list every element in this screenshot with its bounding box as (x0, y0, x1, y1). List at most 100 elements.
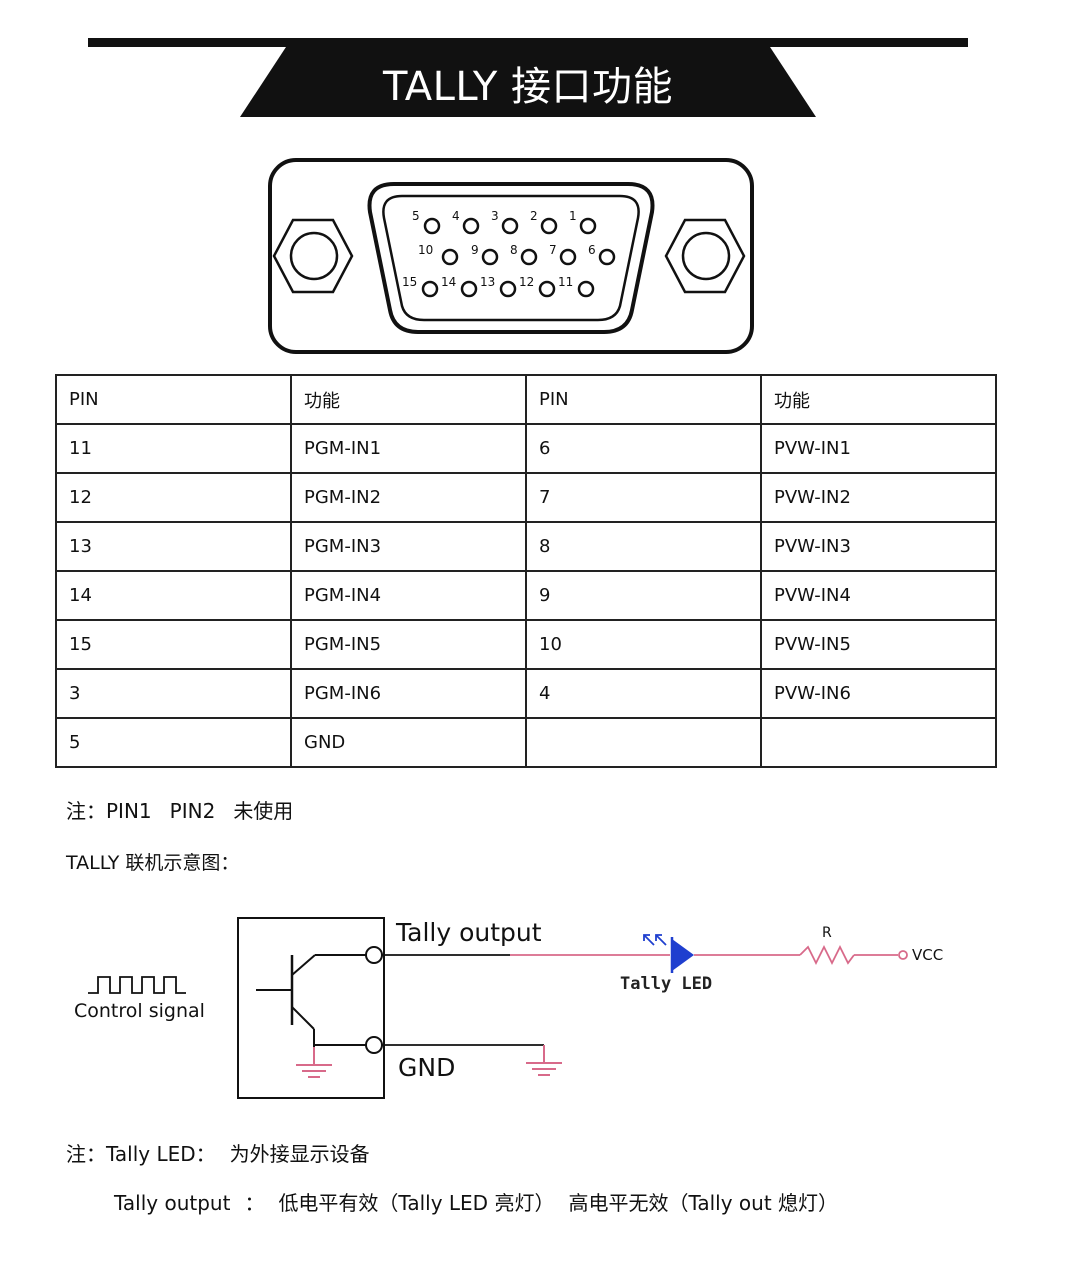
pin-label: 5 (412, 209, 420, 223)
table-header-cell: PIN (55, 374, 292, 425)
table-cell: 4 (525, 668, 762, 719)
table-cell: PGM-IN1 (290, 423, 527, 474)
table-cell: 9 (525, 570, 762, 621)
table-row: 5 GND (55, 717, 997, 768)
pin-hole (460, 280, 478, 298)
pin-hole (540, 217, 558, 235)
table-cell (760, 717, 997, 768)
pin-label: 7 (549, 243, 557, 257)
table-cell: PGM-IN4 (290, 570, 527, 621)
table-row: 11 PGM-IN1 6 PVW-IN1 (55, 423, 997, 474)
table-row: 3 PGM-IN6 4 PVW-IN6 (55, 668, 997, 719)
ground-icon (526, 1062, 562, 1076)
table-header-cell: 功能 (760, 374, 997, 425)
table-header-cell: PIN (525, 374, 762, 425)
table-cell: 6 (525, 423, 762, 474)
pin-hole (423, 217, 441, 235)
table-cell: PVW-IN4 (760, 570, 997, 621)
pin-hole (481, 248, 499, 266)
diagram-title: TALLY 联机示意图： (66, 852, 240, 874)
note-high: 高电平无效（Tally out 熄灯） (568, 1191, 839, 1215)
pin-label: 15 (402, 275, 417, 289)
header-banner (240, 47, 816, 117)
pin-label: 1 (569, 209, 577, 223)
table-row: 14 PGM-IN4 9 PVW-IN4 (55, 570, 997, 621)
page-title: TALLY 接口功能 (382, 64, 674, 110)
resistor-icon (799, 944, 855, 966)
table-cell: PVW-IN2 (760, 472, 997, 523)
emitter-lead (291, 1006, 315, 1030)
table-cell: 7 (525, 472, 762, 523)
table-cell: 10 (525, 619, 762, 670)
table-header-cell: 功能 (290, 374, 527, 425)
tally-output-note: Tally output：低电平有效（Tally LED 亮灯）高电平无效（Ta… (114, 1187, 852, 1216)
pin-hole (501, 217, 519, 235)
pin-label: 13 (480, 275, 495, 289)
pin-hole (499, 280, 517, 298)
note-label: Tally output (114, 1191, 231, 1215)
table-cell: 11 (55, 423, 292, 474)
pin-label: 11 (558, 275, 573, 289)
note-pin2: PIN2 (169, 799, 216, 823)
pin-label: 3 (491, 209, 499, 223)
pin-hole (598, 248, 616, 266)
table-row: 12 PGM-IN2 7 PVW-IN2 (55, 472, 997, 523)
table-cell: GND (290, 717, 527, 768)
tally-led-label: Tally LED (620, 974, 712, 994)
note-prefix: 注： (66, 799, 106, 823)
note-text: 未使用 (233, 799, 294, 823)
pin-label: 10 (418, 243, 433, 257)
header-bar (88, 38, 968, 47)
pin-label: 6 (588, 243, 596, 257)
table-header-row: PIN 功能 PIN 功能 (55, 374, 997, 425)
gnd-label: GND (398, 1053, 455, 1082)
pin-hole (441, 248, 459, 266)
pin-label: 2 (530, 209, 538, 223)
collector-lead (291, 954, 316, 976)
vcc-terminal (898, 950, 908, 960)
pin-label: 9 (471, 243, 479, 257)
pin-label: 12 (519, 275, 534, 289)
pin-hole (421, 280, 439, 298)
note-text: 为外接显示设备 (229, 1142, 370, 1166)
table-row: 15 PGM-IN5 10 PVW-IN5 (55, 619, 997, 670)
table-cell: PVW-IN5 (760, 619, 997, 670)
pin-label: 14 (441, 275, 456, 289)
table-cell: 3 (55, 668, 292, 719)
pin-function-table: PIN 功能 PIN 功能 11 PGM-IN1 6 PVW-IN1 12 PG… (55, 374, 997, 768)
output-terminal (365, 946, 383, 964)
pin-hole (579, 217, 597, 235)
table-cell: PVW-IN3 (760, 521, 997, 572)
pin-hole (559, 248, 577, 266)
table-cell: 13 (55, 521, 292, 572)
tally-led-note: 注：Tally LED： 为外接显示设备 (66, 1138, 384, 1167)
note-pin1: PIN1 (106, 799, 152, 823)
control-signal-waveform (88, 976, 186, 994)
table-cell: PGM-IN2 (290, 472, 527, 523)
table-cell: PGM-IN5 (290, 619, 527, 670)
table-cell: 15 (55, 619, 292, 670)
table-cell (525, 717, 762, 768)
note-prefix: 注： (66, 1142, 106, 1166)
led-light-icon (643, 934, 667, 946)
control-signal-label: Control signal (74, 1000, 205, 1022)
table-cell: PGM-IN6 (290, 668, 527, 719)
note-low: 低电平有效（Tally LED 亮灯） (278, 1191, 555, 1215)
tally-circuit-diagram: Control signal Tally output Tally LED R … (74, 917, 943, 1099)
table-cell: 5 (55, 717, 292, 768)
note-label: Tally LED： (106, 1142, 216, 1166)
pin-hole (577, 280, 595, 298)
led-icon (672, 939, 694, 971)
db15-connector-diagram: 5 4 3 2 1 10 9 8 7 6 15 14 13 12 11 (268, 158, 754, 354)
tally-output-label: Tally output (395, 918, 542, 947)
resistor-label: R (822, 925, 832, 941)
device-box (237, 917, 385, 1099)
pin-hole (462, 217, 480, 235)
pin-hole (520, 248, 538, 266)
table-cell: 12 (55, 472, 292, 523)
table-cell: PVW-IN6 (760, 668, 997, 719)
table-cell: 8 (525, 521, 762, 572)
ground-icon (296, 1064, 332, 1078)
table-cell: PVW-IN1 (760, 423, 997, 474)
table-cell: PGM-IN3 (290, 521, 527, 572)
